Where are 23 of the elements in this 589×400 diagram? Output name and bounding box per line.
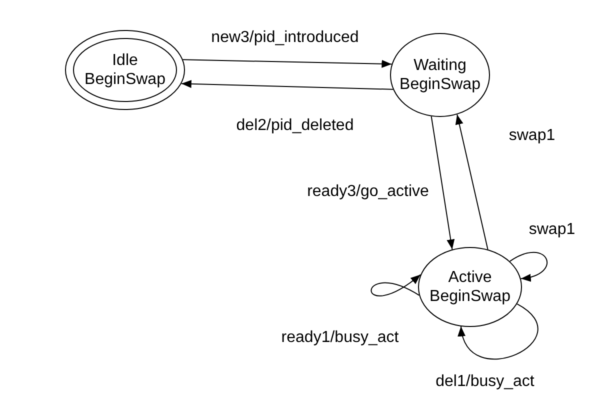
edge-label: del2/pid_deleted <box>234 117 356 135</box>
edge-label: swap1 <box>506 127 558 145</box>
state-name: BeginSwap <box>400 75 480 94</box>
state-name: BeginSwap <box>84 70 166 89</box>
state-name: Idle <box>112 51 138 70</box>
state-name: Waiting <box>414 56 466 75</box>
arrow <box>182 59 392 68</box>
state-double-ellipse <box>65 30 185 110</box>
state-name: Active <box>448 268 492 287</box>
state-ellipse <box>418 247 522 327</box>
arrow <box>180 80 394 90</box>
arrow <box>370 274 422 296</box>
arrow <box>509 252 548 281</box>
state-ellipse <box>390 33 490 117</box>
arrow <box>455 114 488 250</box>
arrow <box>459 303 538 360</box>
edge-label: ready1/busy_act <box>279 329 401 347</box>
arrow <box>430 116 455 250</box>
state-name: BeginSwap <box>430 287 510 306</box>
edge-label: del1/busy_act <box>434 373 536 391</box>
edge-label: new3/pid_introduced <box>209 29 361 47</box>
edge-label: swap1 <box>526 221 578 239</box>
edge-label: ready3/go_active <box>305 183 431 201</box>
